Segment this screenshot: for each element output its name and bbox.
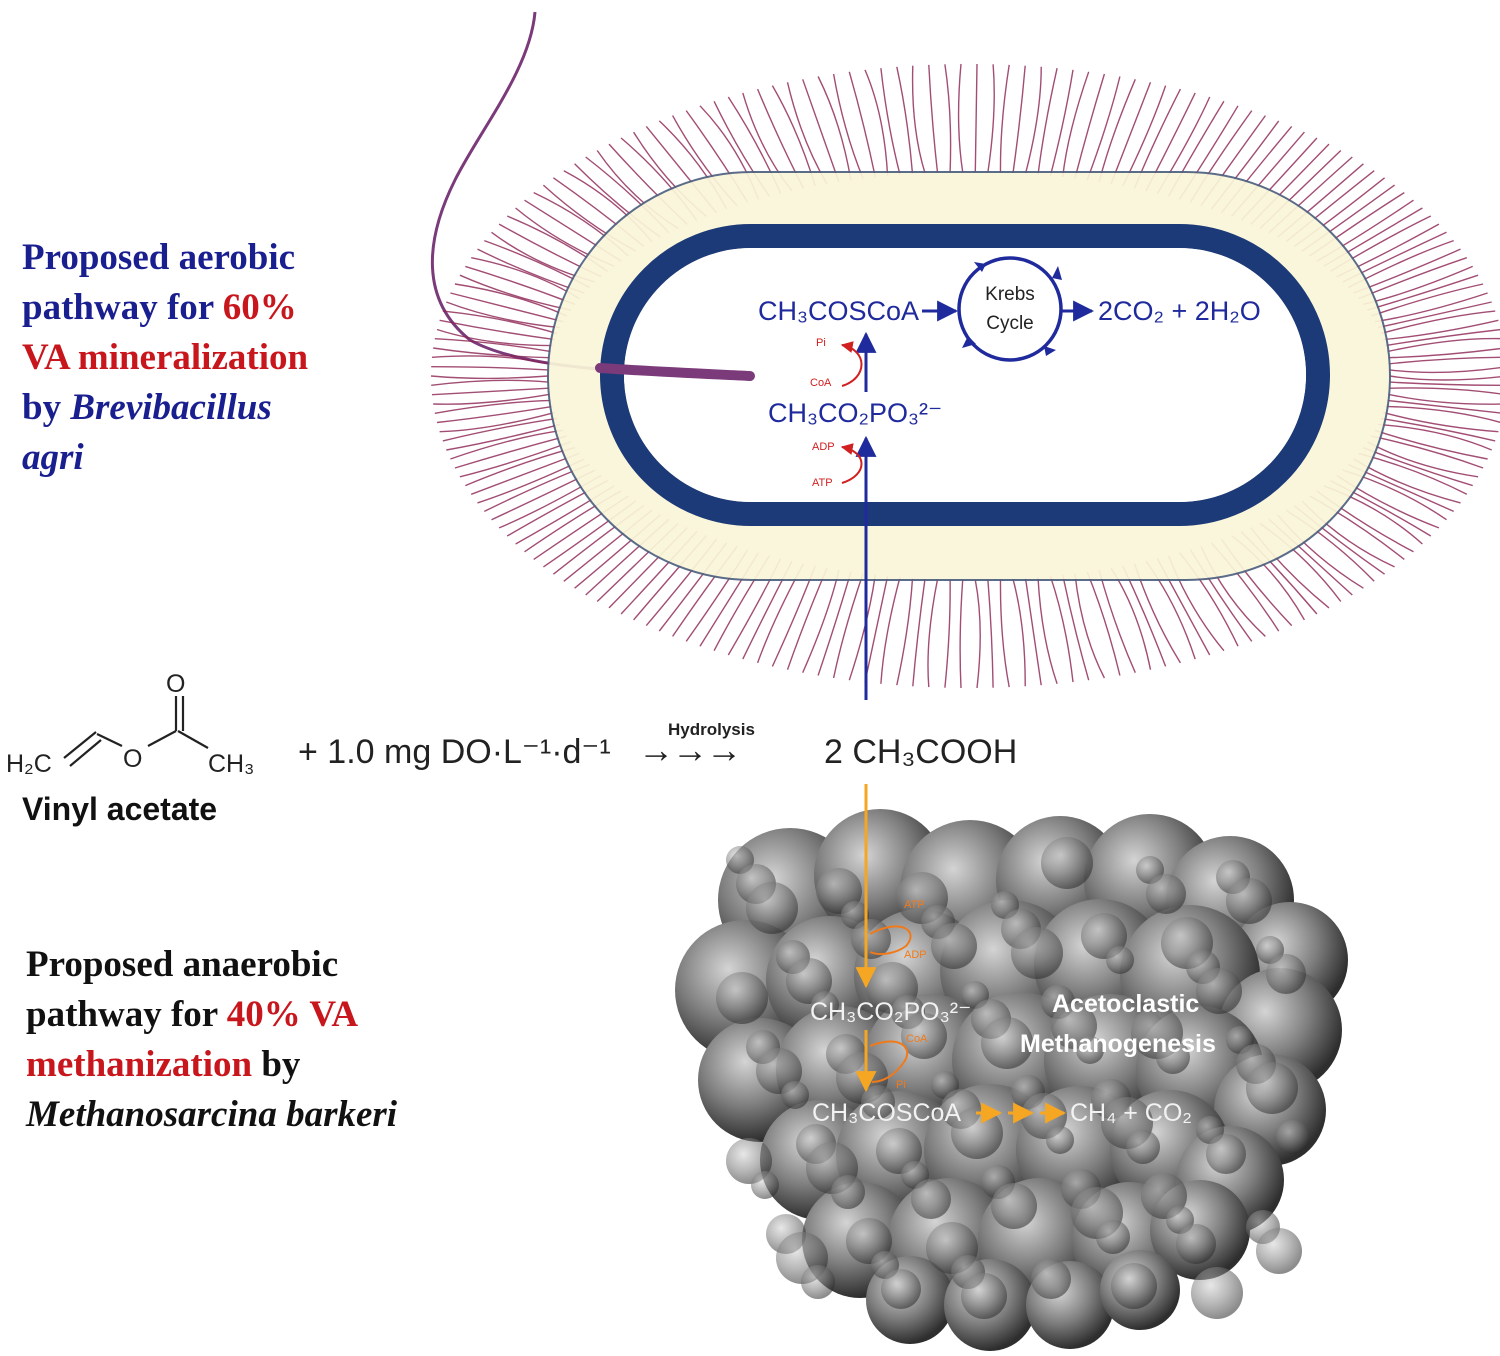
anaerobic-percent: 40% VA [226,994,359,1035]
methano-coa-label: CoA [906,1033,928,1045]
krebs-label-2: Cycle [986,313,1034,334]
hydrolysis-label: Hydrolysis [668,720,755,739]
krebs-arrow-3 [1044,346,1056,356]
methano-acetylcoa: CH₃COSCoA [812,1099,961,1127]
flagellum-base [595,363,755,381]
vinyl-acetate-structure [63,696,209,767]
methano-products: CH₄ + CO₂ [1070,1099,1192,1127]
methano-label-1: Acetoclastic [1052,990,1199,1018]
cell-products: 2CO₂ + 2H₂O [1098,296,1261,326]
methano-acetylphosphate: CH₃CO₂PO₃²⁻ [810,998,971,1026]
acetic-acid-product: 2 CH₃COOH [824,733,1017,771]
anaerobic-caption: Proposed anaerobic pathway for 40% VA me… [26,940,496,1140]
ch3-label: CH₃ [208,750,254,778]
reaction-arrows: →→→ [638,729,740,770]
cell-acetylcoa: CH₃COSCoA [758,296,919,326]
do-term: + 1.0 mg DO·L⁻¹·d⁻¹ [298,733,611,771]
methano-atp-curve [869,925,912,955]
krebs-arrow-2 [1052,266,1062,280]
methano-pi-label: Pi [896,1079,906,1091]
cell-coa-label: CoA [810,377,832,389]
aerobic-line-3: VA mineralization [22,337,309,378]
coa-pi-curve [840,341,863,387]
ester-o-label: O [123,745,142,773]
aerobic-line-1: Proposed aerobic [22,237,296,278]
atp-adp-curve [840,443,863,484]
anaerobic-line-2: pathway for [26,994,227,1035]
aerobic-percent: 60% [222,287,297,328]
aerobic-line-2: pathway for [22,287,223,328]
compound-name: Vinyl acetate [22,791,217,827]
anaerobic-line-1: Proposed anaerobic [26,944,339,985]
cell-adp-label: ADP [812,441,835,453]
cell-pi-label: Pi [816,337,826,349]
methano-coa-curve [869,1040,909,1083]
aerobic-organism-genus: Brevibacillus [70,387,272,428]
cell-acetylphosphate: CH₃CO₂PO₃²⁻ [768,398,942,428]
anaerobic-line-3b: by [252,1044,301,1085]
carbonyl-o-label: O [166,670,185,698]
krebs-arrow-4 [962,336,976,348]
aerobic-organism-species: agri [22,437,84,478]
methano-atp-label: ATP [904,899,925,911]
h2c-label: H₂C [6,750,52,778]
aerobic-line-4: by [22,387,71,428]
krebs-cycle-circle [957,256,1063,362]
anaerobic-organism: Methanosarcina barkeri [26,1094,398,1135]
krebs-arrow-1 [974,262,986,272]
methano-adp-label: ADP [904,949,927,961]
cell-wall [600,224,1330,526]
methanosarcina-cluster [675,809,1348,1351]
krebs-label-1: Krebs [985,284,1035,305]
cytoplasm [624,248,1306,502]
cell-atp-label: ATP [812,477,833,489]
aerobic-caption: Proposed aerobic pathway for 60% VA mine… [22,233,442,483]
anaerobic-line-3: methanization [26,1044,253,1085]
methano-label-2: Methanogenesis [1020,1030,1216,1058]
